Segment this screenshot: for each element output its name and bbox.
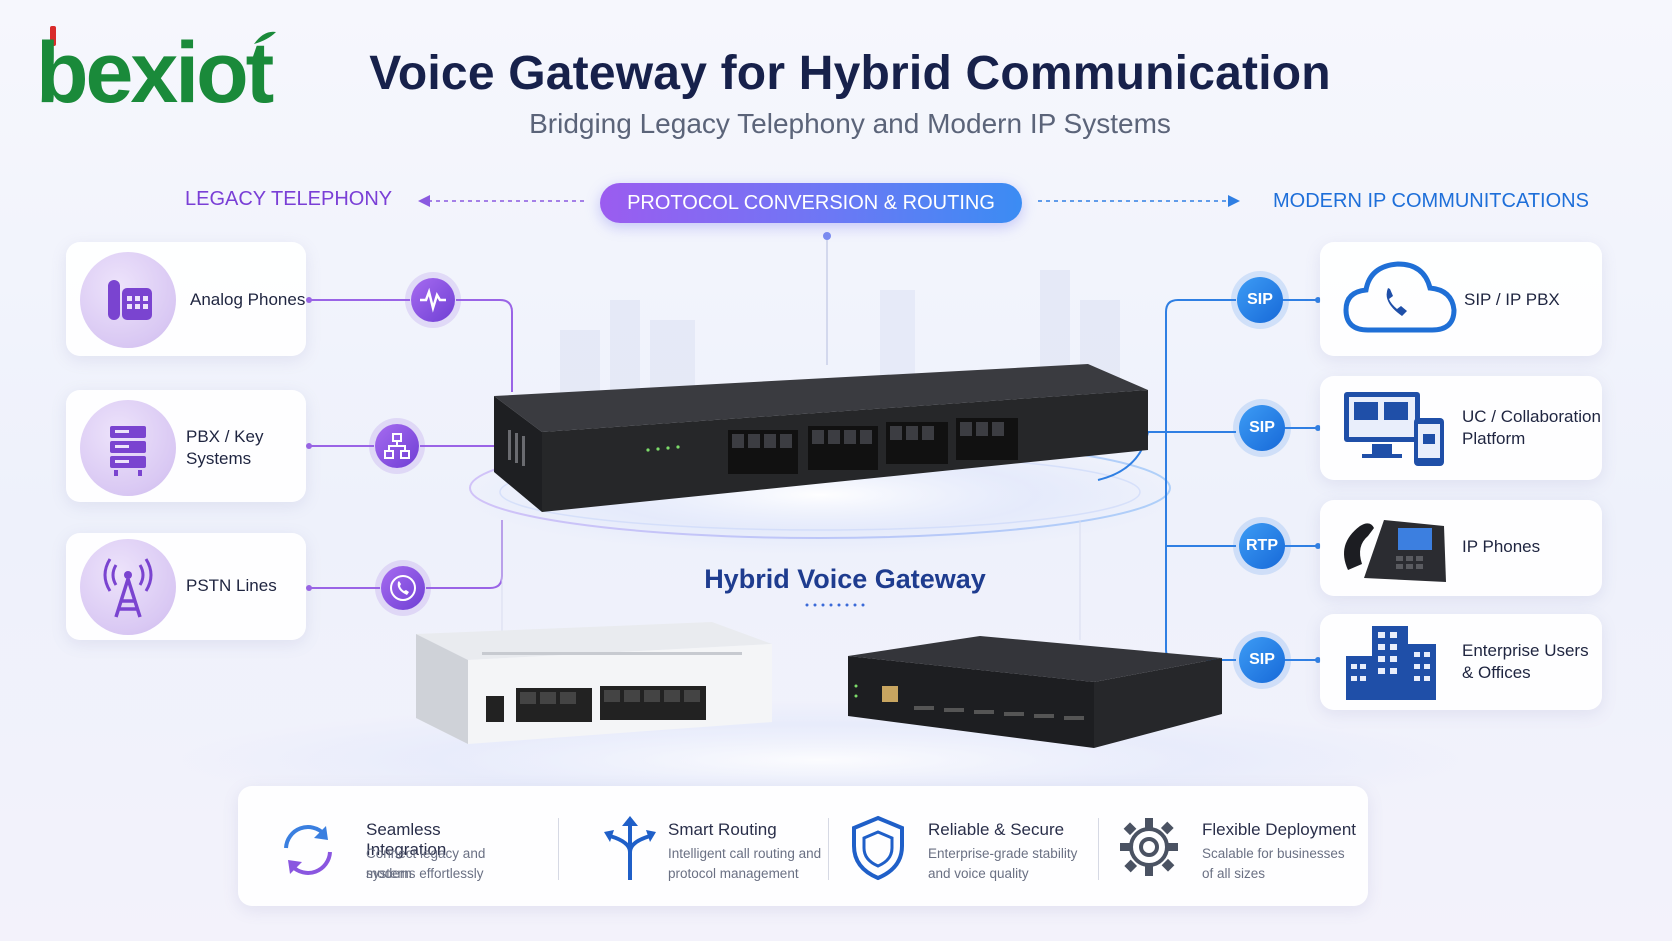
feature-title: Seamless Integration xyxy=(366,820,447,859)
gateway-label: Hybrid Voice Gateway xyxy=(704,564,986,594)
feature-desc-line1: Enterprise-grade stability xyxy=(928,846,1078,861)
feature-desc-line2: systems effortlessly xyxy=(366,866,484,881)
compact-gateway-white-device xyxy=(416,622,772,744)
section-legacy-heading: LEGACY TELEPHONY xyxy=(185,188,393,210)
legacy-card-analog-phones: Analog Phones xyxy=(66,242,306,356)
feature-title: Flexible Deployment xyxy=(1202,820,1357,839)
enterprise-label-line2: & Offices xyxy=(1462,663,1531,682)
feature-title: Reliable & Secure xyxy=(928,820,1065,839)
feature-desc-line2: of all sizes xyxy=(1202,866,1266,881)
feature-desc-line1: Connect legacy and modern xyxy=(366,846,486,881)
legacy-card-pstn: PSTN Lines xyxy=(66,533,306,640)
pbx-server-icon xyxy=(80,400,176,496)
features-bar: Seamless Integration Connect legacy and … xyxy=(238,786,1368,906)
pbx-label-line2: Systems xyxy=(186,449,252,468)
feature-divider xyxy=(558,818,559,880)
sip-ip-pbx-label: SIP / IP PBX xyxy=(1464,290,1560,309)
feature-desc-line1: Scalable for businesses xyxy=(1202,846,1345,861)
cloud-phone-icon xyxy=(1343,261,1457,333)
phone-call-icon xyxy=(381,566,425,610)
modern-card-enterprise: Enterprise Users & Offices xyxy=(1320,614,1602,710)
protocol-node-sip-2: SIP xyxy=(1239,405,1285,451)
feature-title: Smart Routing xyxy=(668,820,777,839)
modern-card-ip-phones: IP Phones xyxy=(1320,500,1602,596)
page-subtitle: Bridging Legacy Telephony and Modern IP … xyxy=(529,108,1171,139)
uc-platform-label-line2: Platform xyxy=(1462,429,1526,448)
uc-platform-label-line1: UC / Collaboration xyxy=(1462,407,1601,426)
routing-arrows-icon xyxy=(604,816,656,880)
network-hierarchy-icon xyxy=(375,424,419,468)
analog-phones-label: Analog Phones xyxy=(190,290,306,309)
waveform-icon xyxy=(411,278,455,322)
ip-phones-label: IP Phones xyxy=(1462,537,1541,556)
pstn-lines-label: PSTN Lines xyxy=(186,576,277,595)
gateway-label-dots xyxy=(805,603,865,607)
feature-reliable-secure: Reliable & Secure Enterprise-grade stabi… xyxy=(838,786,1098,906)
gateway-rack-device xyxy=(494,364,1148,512)
gear-icon xyxy=(1120,818,1178,876)
sync-arrows-icon xyxy=(284,825,332,875)
section-modern-heading: MODERN IP COMMUNITCATIONS xyxy=(1273,190,1589,212)
compact-gateway-black-device xyxy=(848,636,1222,748)
feature-divider xyxy=(1098,818,1099,880)
protocol-node-sip-3: SIP xyxy=(1239,637,1285,683)
office-building-icon xyxy=(1346,626,1436,700)
analog-phone-icon xyxy=(80,252,176,348)
shield-icon xyxy=(852,815,904,881)
antenna-tower-icon xyxy=(80,539,176,635)
modern-card-sip-pbx: SIP / IP PBX xyxy=(1320,242,1602,356)
desktop-mobile-icon xyxy=(1344,392,1444,466)
feature-divider xyxy=(828,818,829,880)
protocol-node-sip-1: SIP xyxy=(1237,277,1283,323)
enterprise-label-line1: Enterprise Users xyxy=(1462,641,1589,660)
pbx-label-line1: PBX / Key xyxy=(186,427,264,446)
ip-phone-icon xyxy=(1344,520,1446,582)
legacy-card-pbx: PBX / Key Systems xyxy=(66,390,306,502)
protocol-conversion-pill: PROTOCOL CONVERSION & ROUTING xyxy=(600,183,1022,223)
protocol-node-rtp: RTP xyxy=(1239,523,1285,569)
brand-logo: bexiot xyxy=(36,20,306,121)
modern-card-uc-platform: UC / Collaboration Platform xyxy=(1320,376,1602,480)
page-title: Voice Gateway for Hybrid Communication xyxy=(369,47,1331,100)
feature-desc-line2: and voice quality xyxy=(928,866,1029,881)
svg-text:bexiot: bexiot xyxy=(36,25,274,110)
feature-desc-line1: Intelligent call routing and xyxy=(668,846,822,861)
feature-smart-routing: Smart Routing Intelligent call routing a… xyxy=(568,786,838,906)
feature-seamless-integration: Seamless Integration Connect legacy and … xyxy=(238,786,508,906)
feature-desc-line2: protocol management xyxy=(668,866,799,881)
feature-flexible-deployment: Flexible Deployment Scalable for busines… xyxy=(1108,786,1368,906)
